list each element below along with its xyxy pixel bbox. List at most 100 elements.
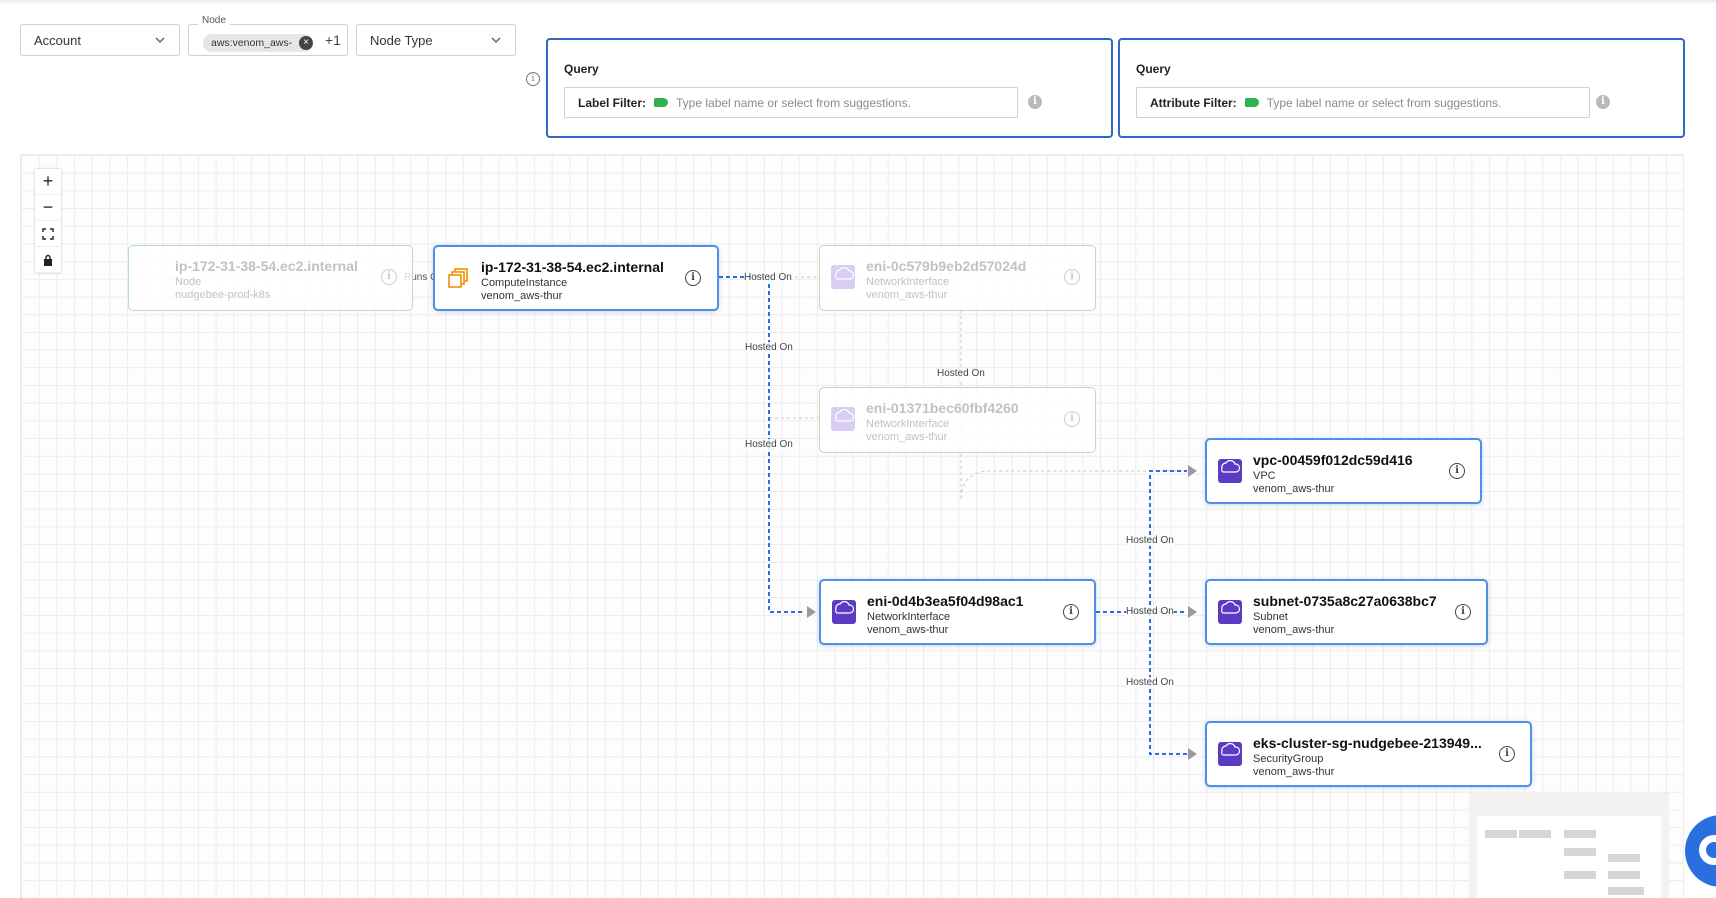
- tag-icon: [654, 98, 669, 107]
- cloud-network-icon: [1218, 459, 1242, 483]
- zoom-in-button[interactable]: +: [35, 169, 61, 195]
- minimap-node: [1564, 848, 1596, 856]
- node-account: venom_aws-thur: [481, 290, 563, 302]
- info-icon[interactable]: i: [381, 269, 397, 285]
- graph-node[interactable]: eni-01371bec60fbf4260 NetworkInterface v…: [819, 387, 1096, 453]
- cloud-network-icon: [831, 407, 855, 431]
- graph-node[interactable]: ip-172-31-38-54.ec2.internal Node nudgeb…: [128, 245, 413, 311]
- node-title: ip-172-31-38-54.ec2.internal: [175, 258, 358, 274]
- node-account: venom_aws-thur: [1253, 766, 1335, 778]
- info-icon[interactable]: i: [526, 72, 540, 86]
- lock-button[interactable]: [35, 247, 61, 273]
- node-title: eni-0d4b3ea5f04d98ac1: [867, 593, 1024, 609]
- minimap-node: [1564, 830, 1596, 838]
- graph-node[interactable]: eni-0c579b9eb2d57024d NetworkInterface v…: [819, 245, 1096, 311]
- info-icon[interactable]: i: [1063, 604, 1079, 620]
- node-account: venom_aws-thur: [1253, 624, 1335, 636]
- query-title: Query: [1136, 62, 1171, 76]
- info-icon[interactable]: i: [1499, 746, 1515, 762]
- node-type: NetworkInterface: [866, 276, 950, 288]
- info-icon[interactable]: i: [1596, 95, 1610, 109]
- arrow-icon: [1188, 748, 1197, 760]
- info-icon[interactable]: i: [1064, 411, 1080, 427]
- fit-view-button[interactable]: [35, 221, 61, 247]
- edge-label-hosted-on: Hosted On: [745, 439, 793, 450]
- minimap[interactable]: [1469, 793, 1669, 898]
- node-filter-field[interactable]: Node aws:venom_aws- × +1: [188, 15, 348, 56]
- graph-node[interactable]: eks-cluster-sg-nudgebee-213949... Securi…: [1205, 721, 1532, 787]
- lock-icon: [44, 254, 52, 266]
- label-filter-input[interactable]: Label Filter: Type label name or select …: [564, 87, 1018, 118]
- cloud-network-icon: [1218, 742, 1242, 766]
- label-filter-label: Label Filter:: [578, 95, 647, 110]
- edge-label-hosted-on: Hosted On: [744, 272, 792, 283]
- query-title: Query: [564, 62, 599, 76]
- node-title: subnet-0735a8c27a0638bc7: [1253, 593, 1437, 609]
- node-account: nudgebee-prod-k8s: [175, 289, 271, 301]
- minimap-node: [1519, 830, 1551, 838]
- tag-icon: [1244, 98, 1259, 107]
- node-type: Node: [175, 276, 202, 288]
- node-type-select-label: Node Type: [370, 32, 433, 48]
- node-type: NetworkInterface: [867, 611, 951, 623]
- attribute-filter-placeholder: Type label name or select from suggestio…: [1266, 95, 1502, 110]
- account-select-label: Account: [34, 32, 81, 48]
- label-filter-placeholder: Type label name or select from suggestio…: [676, 95, 911, 110]
- edge-label-hosted-on: Hosted On: [745, 342, 793, 353]
- info-icon[interactable]: i: [1455, 604, 1471, 620]
- chevron-down-icon: [491, 37, 501, 44]
- zoom-controls: + −: [35, 169, 61, 273]
- cloud-network-icon: [832, 600, 856, 624]
- compute-instance-icon: [448, 268, 468, 288]
- node-account: venom_aws-thur: [866, 431, 948, 443]
- info-icon[interactable]: i: [1064, 269, 1080, 285]
- edge-label-hosted-on: Hosted On: [1126, 677, 1174, 688]
- node-filter-chip[interactable]: aws:venom_aws- ×: [203, 34, 313, 52]
- info-icon[interactable]: i: [1449, 463, 1465, 479]
- chip-remove-icon[interactable]: ×: [299, 36, 313, 50]
- arrow-icon: [1188, 606, 1197, 618]
- node-title: eks-cluster-sg-nudgebee-213949...: [1253, 735, 1482, 751]
- minimap-node: [1564, 871, 1596, 879]
- arrow-icon: [1188, 465, 1197, 477]
- edge-arrows: [807, 465, 1197, 760]
- node-title: ip-172-31-38-54.ec2.internal: [481, 259, 664, 275]
- node-account: venom_aws-thur: [1253, 483, 1335, 495]
- fit-view-icon: [42, 227, 54, 240]
- edge-label-hosted-on: Hosted On: [937, 368, 985, 379]
- graph-node[interactable]: vpc-00459f012dc59d416 VPC venom_aws-thur…: [1205, 438, 1482, 504]
- edge-label-hosted-on: Hosted On: [1126, 535, 1174, 546]
- label-query-panel: Query Label Filter: Type label name or s…: [546, 38, 1113, 138]
- node-title: eni-01371bec60fbf4260: [866, 400, 1019, 416]
- cloud-network-icon: [1218, 600, 1242, 624]
- chevron-down-icon: [155, 37, 165, 44]
- node-title: vpc-00459f012dc59d416: [1253, 452, 1413, 468]
- attribute-filter-input[interactable]: Attribute Filter: Type label name or sel…: [1136, 87, 1590, 118]
- minimap-node: [1608, 871, 1640, 879]
- graph-node[interactable]: eni-0d4b3ea5f04d98ac1 NetworkInterface v…: [819, 579, 1096, 645]
- edge-hosted-on: [768, 277, 805, 613]
- edge-hosted-on: [1149, 612, 1187, 755]
- info-icon[interactable]: i: [1028, 95, 1042, 109]
- arrow-icon: [807, 606, 816, 618]
- account-select[interactable]: Account: [20, 24, 180, 56]
- node-type: ComputeInstance: [481, 277, 568, 289]
- graph-canvas[interactable]: + − Runs O Hoste: [20, 154, 1684, 898]
- node-type: Subnet: [1253, 611, 1288, 623]
- graph-node[interactable]: subnet-0735a8c27a0638bc7 Subnet venom_aw…: [1205, 579, 1488, 645]
- minimap-node: [1608, 887, 1644, 895]
- minimap-node: [1485, 830, 1517, 838]
- graph-node[interactable]: ip-172-31-38-54.ec2.internal ComputeInst…: [433, 245, 719, 311]
- info-icon[interactable]: i: [685, 270, 701, 286]
- node-filter-chip-label: aws:venom_aws-: [211, 37, 293, 49]
- node-filter-more-count: +1: [325, 32, 341, 48]
- edge-label-runs-on: Runs O: [404, 272, 438, 283]
- node-account: venom_aws-thur: [866, 289, 948, 301]
- node-type-select[interactable]: Node Type: [356, 24, 516, 56]
- chat-launcher-button[interactable]: [1685, 815, 1716, 887]
- node-type: SecurityGroup: [1253, 753, 1324, 765]
- node-title: eni-0c579b9eb2d57024d: [866, 258, 1027, 274]
- top-shadow: [0, 0, 1716, 4]
- minimap-node: [1608, 854, 1640, 862]
- zoom-out-button[interactable]: −: [35, 195, 61, 221]
